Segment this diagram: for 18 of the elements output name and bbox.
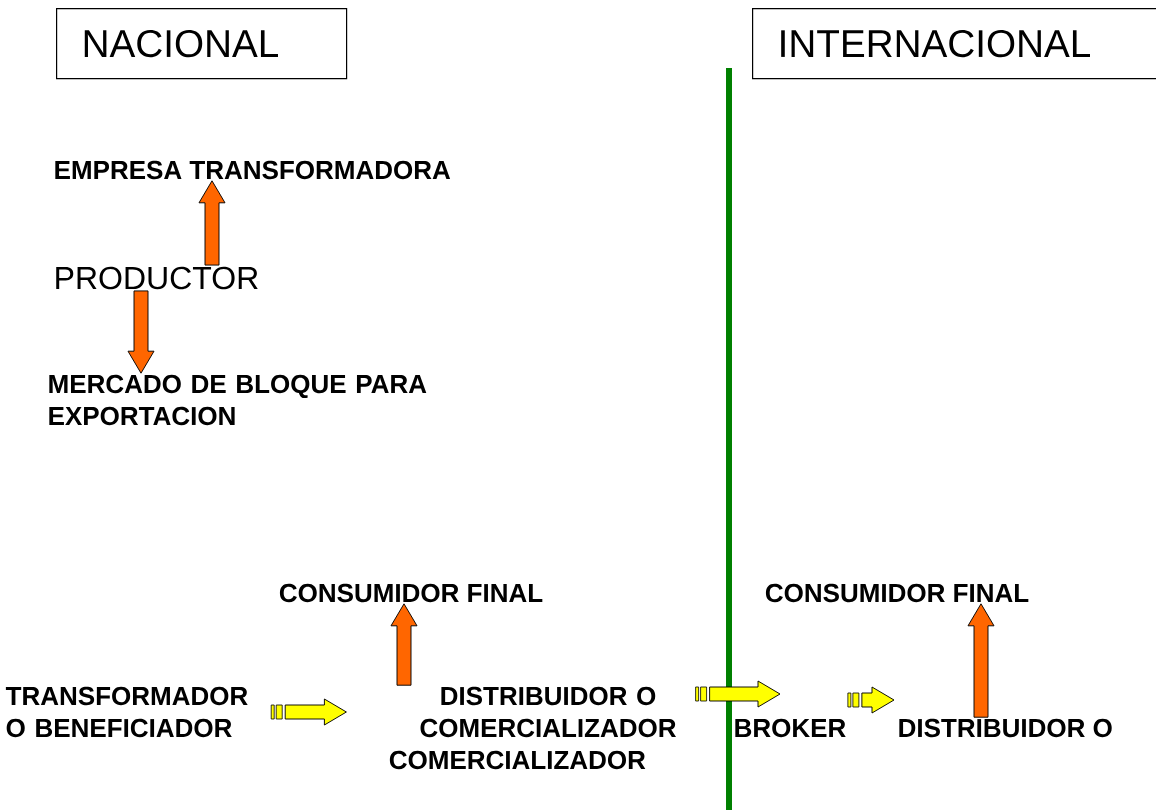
label-text: DISTRIBUIDOR O xyxy=(899,718,1112,738)
label-text: CONSUMIDOR FINAL xyxy=(279,583,543,603)
label-text: DISTRIBUIDOR O COMERCIALIZADOR COMERCIALIZADOR xyxy=(389,686,676,770)
label-text: PRODUCTOR xyxy=(56,266,258,290)
block-arrow xyxy=(695,680,781,708)
label-text: MERCADO DE BLOQUE PARA EXPORTACION xyxy=(49,374,427,426)
block-arrow xyxy=(127,290,155,374)
label-text: EMPRESA TRANSFORMADORA xyxy=(55,160,451,180)
label-text: BROKER xyxy=(735,718,846,738)
label-text: TRANSFORMADOR O BENEFICIADOR xyxy=(5,686,248,738)
heading-box: INTERNACIONAL xyxy=(752,8,1156,80)
block-arrow xyxy=(390,603,418,686)
label-text: CONSUMIDOR FINAL xyxy=(765,583,1029,603)
block-arrow xyxy=(847,686,895,714)
block-arrow xyxy=(967,603,995,718)
heading-box: NACIONAL xyxy=(56,8,348,80)
block-arrow xyxy=(270,698,347,726)
block-arrow xyxy=(198,180,226,266)
